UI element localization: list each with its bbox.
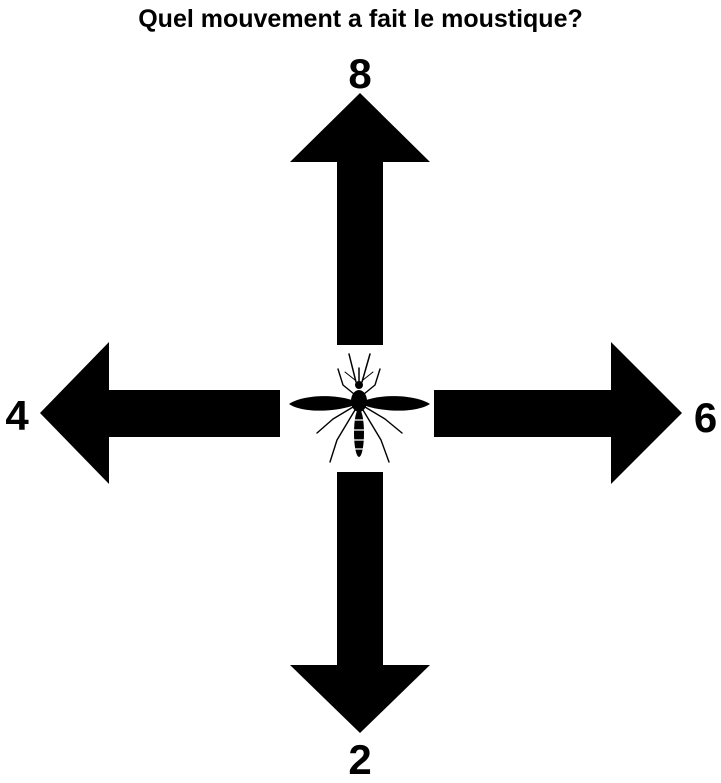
arrow-up[interactable] [290, 93, 430, 345]
arrow-down[interactable] [290, 472, 430, 733]
arrow-right[interactable] [434, 342, 682, 484]
direction-label-down: 2 [348, 736, 372, 783]
direction-label-left: 4 [5, 392, 29, 439]
mosquito-icon [289, 353, 430, 463]
question-title: Quel mouvement a fait le moustique? [138, 5, 583, 33]
arrow-left[interactable] [40, 342, 280, 484]
direction-label-right: 6 [693, 394, 718, 441]
direction-label-up: 8 [348, 50, 372, 97]
